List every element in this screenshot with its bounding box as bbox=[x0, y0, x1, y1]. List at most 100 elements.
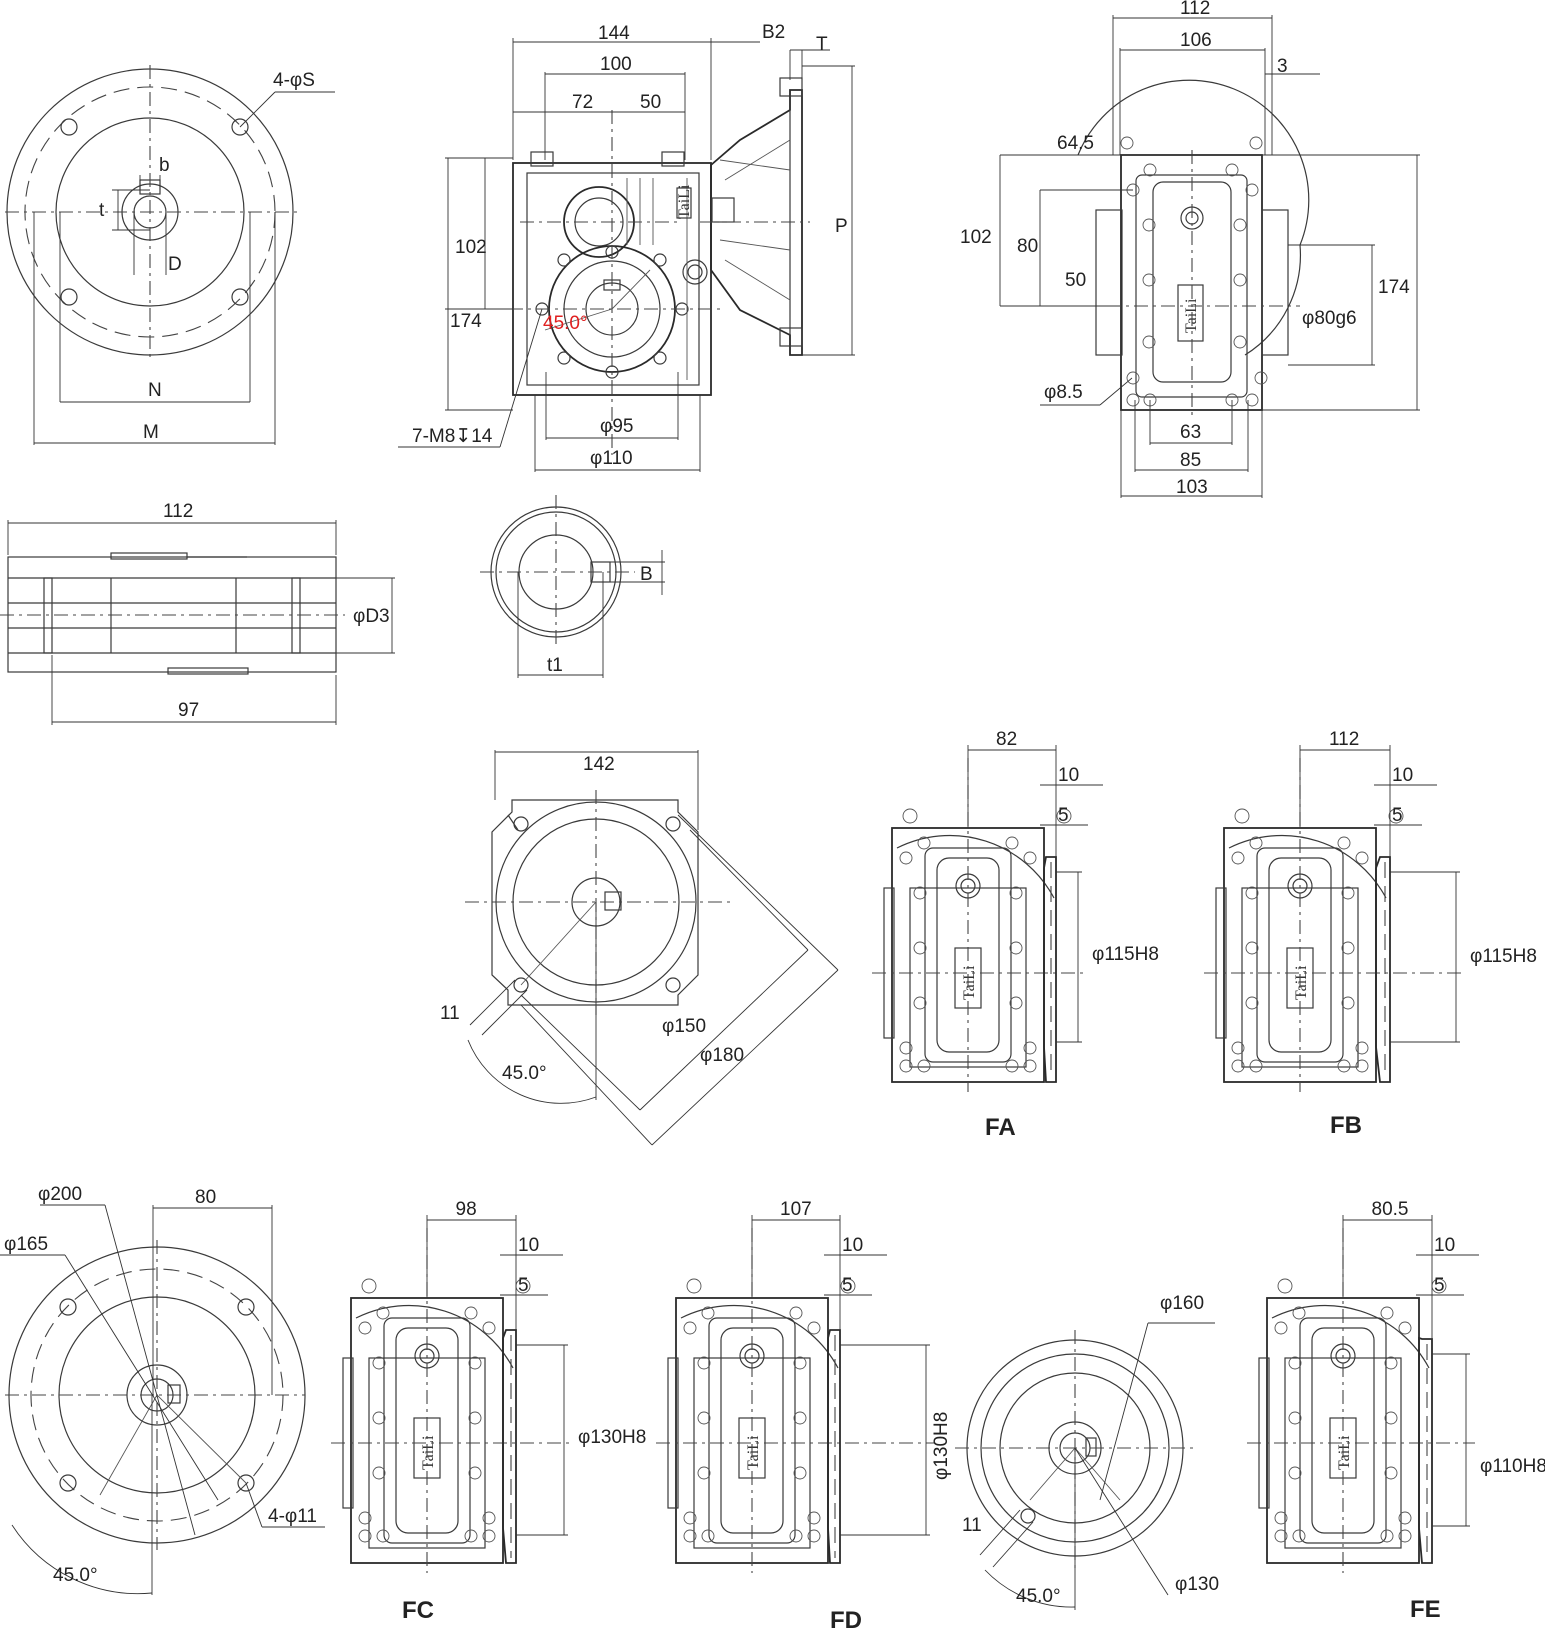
bolt-mark bbox=[1341, 996, 1355, 1010]
large-flange-pcd: φ165 bbox=[4, 1234, 48, 1255]
dim-b2: B2 bbox=[762, 22, 785, 43]
dim-phi8-5: φ8.5 bbox=[1044, 382, 1083, 403]
mount-hole bbox=[361, 1278, 377, 1294]
bolt-mark bbox=[1398, 1511, 1412, 1525]
mount-hole bbox=[902, 808, 918, 824]
bolt-mark bbox=[683, 1321, 697, 1335]
bolt-mark bbox=[1384, 1411, 1398, 1425]
bolt-mark bbox=[683, 1511, 697, 1525]
bolt-mark bbox=[1231, 1059, 1245, 1073]
dim-174: 174 bbox=[450, 311, 482, 332]
round-flange-outer: φ160 bbox=[1160, 1293, 1204, 1314]
bolt-mark bbox=[1005, 1059, 1019, 1073]
bolt-mark bbox=[793, 1411, 807, 1425]
square-flange-d2: φ180 bbox=[700, 1045, 744, 1066]
side-boss bbox=[883, 887, 895, 1039]
dim-phi95: φ95 bbox=[600, 416, 633, 437]
output-flange bbox=[1418, 1336, 1433, 1564]
bolt-mark bbox=[376, 1306, 390, 1320]
bolt-mark bbox=[793, 1466, 807, 1480]
bolt-mark bbox=[482, 1321, 496, 1335]
bolt-mark bbox=[701, 1529, 715, 1543]
dim-106: 106 bbox=[1180, 30, 1212, 51]
bolt-mark bbox=[701, 1306, 715, 1320]
variant-width: 107 bbox=[780, 1199, 812, 1220]
variant-label: FA bbox=[985, 1114, 1016, 1141]
variant-d5: 5 bbox=[842, 1275, 853, 1296]
bolt-mark bbox=[789, 1529, 803, 1543]
brand-logo-variant: TaiLi bbox=[1336, 1435, 1353, 1470]
bore-section-view: B t1 bbox=[480, 495, 665, 678]
bolt-mark bbox=[1023, 1059, 1037, 1073]
gearbox-side-view: 45.0° TaiLi bbox=[398, 22, 855, 472]
bore-label: D bbox=[168, 254, 182, 275]
bolt-mark bbox=[1274, 1511, 1288, 1525]
bolt-mark bbox=[1384, 1466, 1398, 1480]
bolt-mark bbox=[807, 1529, 821, 1543]
bolt-mark bbox=[1337, 1059, 1351, 1073]
bolt-mark bbox=[1355, 1059, 1369, 1073]
brand-logo-variant: TaiLi bbox=[1293, 965, 1310, 1000]
square-flange-view: 142 11 45.0° φ150 φ180 bbox=[440, 750, 839, 1146]
brand-logo-variant: TaiLi bbox=[420, 1435, 437, 1470]
shaft-body: 97 bbox=[178, 700, 199, 721]
mount-hole bbox=[1277, 1278, 1293, 1294]
variant-d5: 5 bbox=[1058, 805, 1069, 826]
variant-spigot: φ110H8 bbox=[1480, 1456, 1545, 1477]
dim-72: 72 bbox=[572, 92, 593, 113]
outer-label: M bbox=[143, 422, 159, 443]
bolt-mark bbox=[1292, 1306, 1306, 1320]
tapped-holes-label: 7-M8↧14 bbox=[412, 426, 493, 447]
variant-label: FD bbox=[830, 1607, 862, 1628]
key-width-label: b bbox=[159, 155, 170, 176]
dim-85: 85 bbox=[1180, 450, 1201, 471]
large-flange-view: φ200 φ165 80 4-φ11 45.0° bbox=[0, 1184, 325, 1595]
large-flange-holes: 4-φ11 bbox=[268, 1506, 317, 1527]
bolt-mark bbox=[372, 1356, 386, 1370]
dim-phi110: φ110 bbox=[590, 448, 633, 469]
bolt-mark bbox=[899, 851, 913, 865]
hollow-shaft-view: 112 97 φD3 bbox=[0, 501, 395, 725]
bolt-mark bbox=[899, 1041, 913, 1055]
bolt-mark bbox=[1341, 886, 1355, 900]
dim-80: 80 bbox=[1017, 236, 1038, 257]
bolt-mark bbox=[793, 1356, 807, 1370]
bolt-mark bbox=[683, 1529, 697, 1543]
bolt-mark bbox=[1288, 1466, 1302, 1480]
mount-hole bbox=[686, 1278, 702, 1294]
variant-width: 82 bbox=[996, 729, 1017, 750]
variant-width: 112 bbox=[1329, 729, 1359, 750]
variant-d5: 5 bbox=[518, 1275, 529, 1296]
bolt-mark bbox=[697, 1356, 711, 1370]
variant-label: FE bbox=[1410, 1596, 1441, 1623]
dim-144: 144 bbox=[598, 23, 630, 44]
side-boss bbox=[1258, 1357, 1270, 1509]
bolt-mark bbox=[913, 996, 927, 1010]
bolt-mark bbox=[358, 1321, 372, 1335]
bolt-mark bbox=[1380, 1306, 1394, 1320]
variant-d10: 10 bbox=[842, 1235, 863, 1256]
variant-spigot: φ130H8 bbox=[931, 1412, 952, 1480]
output-flange bbox=[1375, 856, 1391, 1083]
round-flange-hole: 11 bbox=[962, 1515, 982, 1536]
bolt-mark bbox=[917, 836, 931, 850]
square-flange-width: 142 bbox=[583, 754, 615, 775]
bolt-mark bbox=[697, 1466, 711, 1480]
dim-174-top: 174 bbox=[1378, 277, 1410, 298]
motor-outline bbox=[680, 1304, 839, 1369]
variant-d5: 5 bbox=[1434, 1275, 1445, 1296]
variant-spigot: φ130H8 bbox=[578, 1427, 646, 1448]
bolt-mark bbox=[1023, 851, 1037, 865]
dim-64-5: 64.5 bbox=[1057, 133, 1094, 154]
bolt-mark bbox=[1023, 1041, 1037, 1055]
bolt-mark bbox=[372, 1466, 386, 1480]
gearbox-top-view: TaiLi bbox=[960, 0, 1420, 498]
bolt-mark bbox=[917, 1059, 931, 1073]
bolt-mark bbox=[1341, 941, 1355, 955]
large-flange-outer: φ200 bbox=[38, 1184, 82, 1205]
